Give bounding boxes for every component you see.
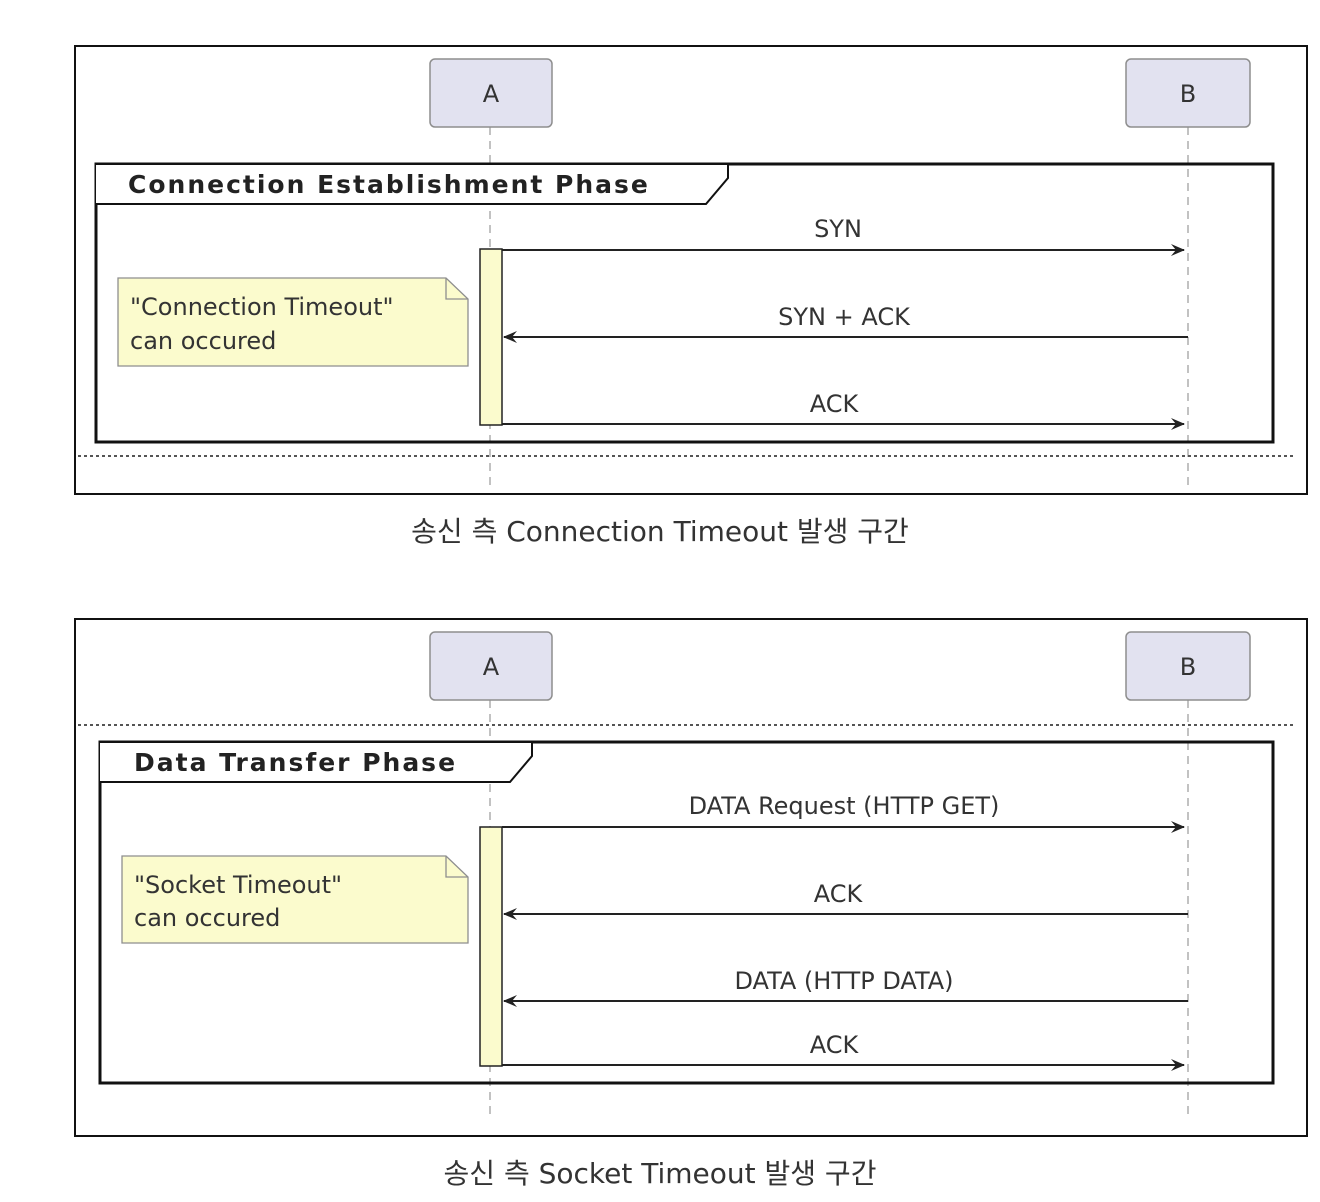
message-label: DATA (HTTP DATA) [734,967,953,995]
message-ack: ACK [503,880,1188,920]
participant-b: B [1125,631,1251,701]
participant-a: A [429,631,553,701]
group-box: Connection Establishment Phase [94,162,1275,444]
activation-bar [479,248,503,426]
note: "Socket Timeout" can occured [121,855,469,944]
activation-bar [479,826,503,1067]
note-line-1: "Connection Timeout" [130,293,394,321]
message-syn-ack: SYN + ACK [503,303,1188,343]
message-syn: SYN [502,215,1185,256]
participant-b-label: B [1180,653,1196,681]
diagram-frame: A B Connection Establishment Phase "Conn… [74,45,1308,495]
note-line-1: "Socket Timeout" [134,871,342,899]
message-label: SYN [814,215,862,243]
participant-a-label: A [483,80,500,108]
figure-connection-timeout: A B Connection Establishment Phase "Conn… [0,0,1320,560]
message-label: SYN + ACK [778,303,911,331]
figure-caption: 송신 측 Socket Timeout 발생 구간 [443,1157,877,1190]
participant-b: B [1125,58,1251,128]
note-line-2: can occured [130,327,276,355]
message-label: ACK [810,390,860,418]
figure-caption: 송신 측 Connection Timeout 발생 구간 [411,515,909,548]
message-data-request: DATA Request (HTTP GET) [502,792,1185,833]
group-box: Data Transfer Phase [98,740,1275,1085]
note-line-2: can occured [134,904,280,932]
sequence-diagram: A B Data Transfer Phase "Socket Timeout" [78,631,1296,1120]
message-label: ACK [810,1031,860,1059]
message-label: ACK [814,880,864,908]
participant-a-label: A [483,653,500,681]
message-data: DATA (HTTP DATA) [503,967,1188,1007]
participant-a: A [429,58,553,128]
diagram-frame: A B Data Transfer Phase "Socket Timeout" [74,618,1308,1137]
note: "Connection Timeout" can occured [117,277,469,367]
message-label: DATA Request (HTTP GET) [689,792,1000,820]
message-ack: ACK [502,390,1185,430]
group-label: Connection Establishment Phase [128,170,650,199]
sequence-diagram: A B Connection Establishment Phase "Conn… [78,58,1296,487]
message-ack-final: ACK [502,1031,1185,1071]
group-label: Data Transfer Phase [134,748,457,777]
participant-b-label: B [1180,80,1196,108]
